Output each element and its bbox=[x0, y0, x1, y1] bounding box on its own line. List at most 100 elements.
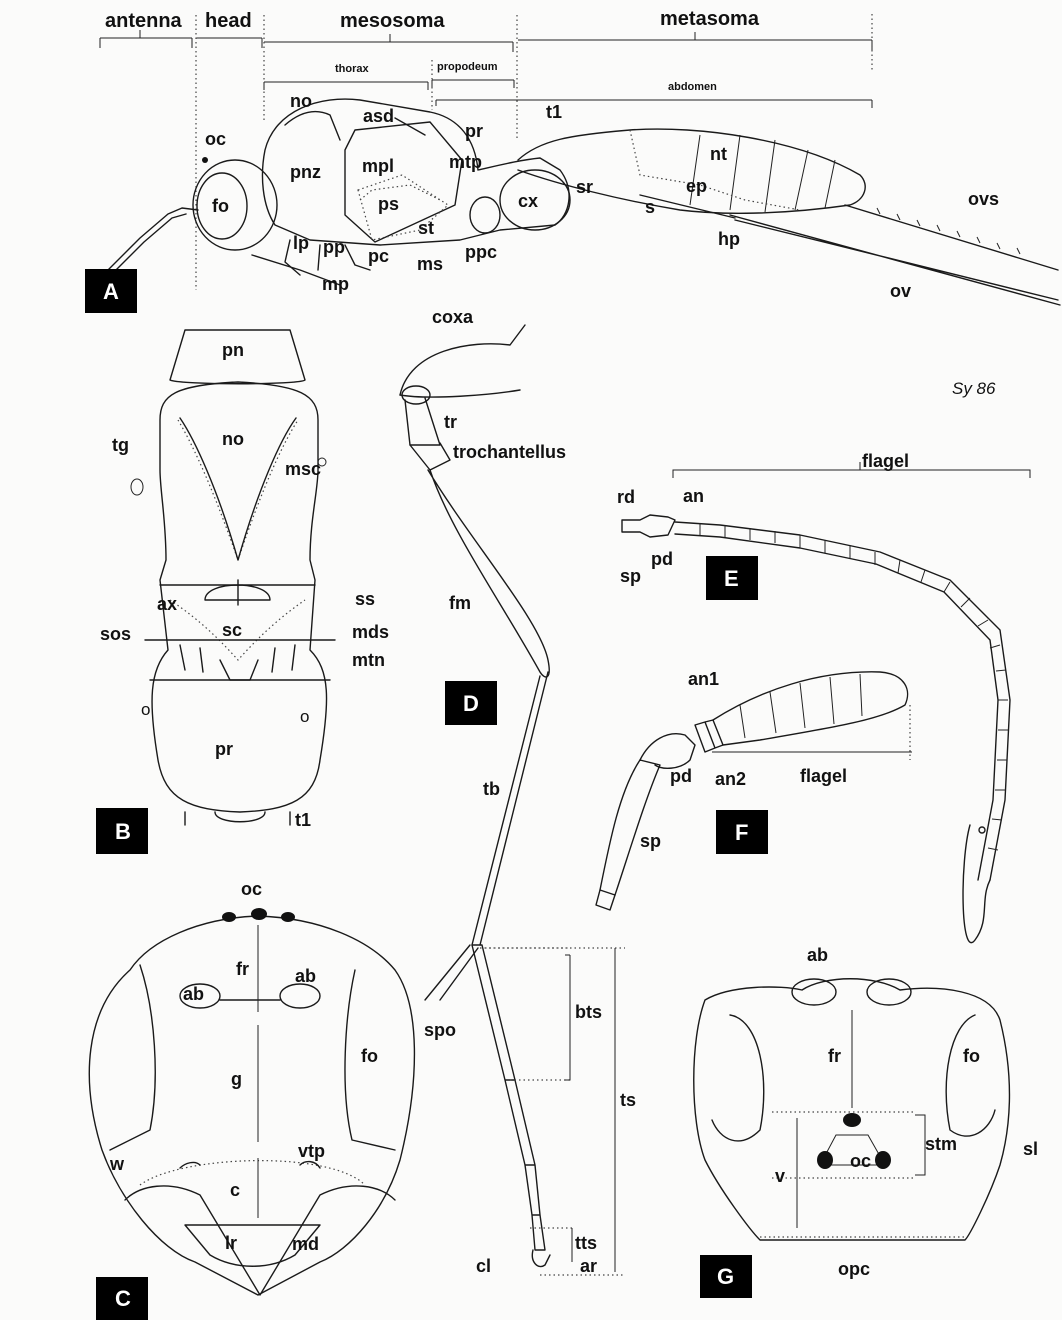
head-lateral bbox=[193, 160, 277, 250]
d-label-spo: spo bbox=[424, 1020, 456, 1040]
region-bracket-ticks bbox=[100, 30, 872, 52]
a-label-fo: fo bbox=[212, 196, 229, 216]
b-label-pn: pn bbox=[222, 340, 244, 360]
d-label-cl: cl bbox=[476, 1256, 491, 1276]
c-label-oc: oc bbox=[241, 879, 262, 899]
metanotum-carinae bbox=[180, 645, 295, 680]
panel-badge-g-text: G bbox=[717, 1264, 734, 1289]
b-label-tg: tg bbox=[112, 435, 129, 455]
metanotum-lines bbox=[145, 640, 335, 680]
a-label-lp: lp bbox=[293, 233, 309, 253]
d-label-trochantellus: trochantellus bbox=[453, 442, 566, 462]
femur bbox=[428, 470, 549, 677]
g-label-ab: ab bbox=[807, 945, 828, 965]
b-label-o1: o bbox=[141, 700, 150, 719]
radicle-f bbox=[596, 890, 615, 910]
c-label-ab2: ab bbox=[295, 966, 316, 986]
annelli-f bbox=[695, 720, 723, 752]
panel-badge-d-text: D bbox=[463, 691, 479, 716]
antennal-socket-g-left bbox=[792, 979, 836, 1005]
notaulus-lateral bbox=[285, 112, 340, 140]
panel-c-head-frontal: oc fr ab ab g fo w vtp c lr md bbox=[89, 879, 414, 1295]
panel-b-mesosoma-dorsal: pn tg no msc ax ss sos sc mds mtn pr t1 … bbox=[100, 330, 389, 830]
g-label-oc: oc bbox=[850, 1151, 871, 1171]
panel-badge-g: G bbox=[700, 1255, 752, 1298]
tarsus bbox=[472, 945, 545, 1250]
label-propodeum: propodeum bbox=[437, 61, 498, 73]
region-bracket-line bbox=[100, 38, 872, 42]
club-f bbox=[713, 672, 908, 745]
scape-pedicel-e bbox=[622, 515, 675, 537]
panel-f-antenna-clubbed: an1 pd an2 flagel sp bbox=[596, 669, 912, 910]
clypeal-margin-dots bbox=[140, 1161, 365, 1185]
ovipositor-sheath bbox=[845, 205, 1058, 270]
a-label-t1: t1 bbox=[546, 102, 562, 122]
c-label-lr: lr bbox=[225, 1233, 237, 1253]
subregion-brackets bbox=[264, 80, 872, 108]
panel-badge-e-text: E bbox=[724, 566, 739, 591]
label-metasoma: metasoma bbox=[660, 8, 760, 30]
c-label-fr: fr bbox=[236, 959, 249, 979]
panel-d-hind-leg: coxa tr trochantellus fm tb spo bts ts t… bbox=[400, 307, 636, 1276]
left-eye-margin bbox=[110, 965, 155, 1150]
label-mesosoma: mesosoma bbox=[340, 10, 445, 32]
panel-badge-c-text: C bbox=[115, 1286, 131, 1311]
c-label-vtp: vtp bbox=[298, 1141, 325, 1161]
f-label-an1: an1 bbox=[688, 669, 719, 689]
label-head: head bbox=[205, 10, 252, 32]
a-label-sr: sr bbox=[576, 177, 593, 197]
wing-base bbox=[395, 118, 425, 135]
d-label-fm: fm bbox=[449, 593, 471, 613]
claw bbox=[532, 1250, 550, 1267]
a-label-pp: pp bbox=[323, 237, 345, 257]
e-label-an: an bbox=[683, 486, 704, 506]
c-label-w: w bbox=[109, 1154, 125, 1174]
mandibles bbox=[125, 1186, 395, 1295]
trochanter-segment bbox=[405, 398, 440, 445]
coil-tip bbox=[979, 827, 985, 833]
c-label-g: g bbox=[231, 1069, 242, 1089]
c-label-fo: fo bbox=[361, 1046, 378, 1066]
a-label-nt: nt bbox=[710, 144, 727, 164]
tarsus-dots bbox=[480, 948, 625, 1275]
a-label-pr: pr bbox=[465, 121, 483, 141]
b-label-mds: mds bbox=[352, 622, 389, 642]
g-dotted-guides bbox=[760, 1112, 965, 1237]
g-measure-lines bbox=[797, 1010, 925, 1228]
coxa-lower-edge bbox=[400, 390, 520, 397]
panel-badge-b: B bbox=[96, 808, 148, 854]
f-label-pd: pd bbox=[670, 766, 692, 786]
c-label-c: c bbox=[230, 1180, 240, 1200]
artist-signature: Sy 86 bbox=[952, 379, 996, 398]
flagellum-coil bbox=[963, 825, 990, 943]
sheath-hairs bbox=[877, 208, 1020, 254]
antenna-lateral bbox=[102, 208, 198, 276]
ocellus-left bbox=[222, 912, 236, 922]
ocellus-g-top bbox=[843, 1113, 861, 1127]
a-label-ms: ms bbox=[417, 254, 443, 274]
panel-badge-f: F bbox=[716, 810, 768, 854]
a-label-oc: oc bbox=[205, 129, 226, 149]
e-label-flagel: flagel bbox=[862, 451, 909, 471]
a-label-s: s bbox=[645, 197, 655, 217]
a-label-ep: ep bbox=[686, 176, 707, 196]
a-label-asd: asd bbox=[363, 106, 394, 126]
flagel-bracket-e bbox=[673, 462, 1030, 478]
scutellar-sulcus bbox=[205, 580, 270, 605]
d-label-tr: tr bbox=[444, 412, 457, 432]
ocellus-mid bbox=[251, 908, 267, 920]
scape-f bbox=[600, 760, 660, 895]
panel-badge-e: E bbox=[706, 556, 758, 600]
sternaulus-area-dots bbox=[358, 175, 448, 240]
d-label-ts: ts bbox=[620, 1090, 636, 1110]
trochantellus-seg bbox=[410, 443, 450, 470]
g-label-stm: stm bbox=[925, 1134, 957, 1154]
posterior-coxa-ring bbox=[470, 197, 500, 233]
panel-badge-a-text: A bbox=[103, 279, 119, 304]
f-label-sp: sp bbox=[640, 831, 661, 851]
d-label-ar: ar bbox=[580, 1256, 597, 1276]
b-label-mtn: mtn bbox=[352, 650, 385, 670]
petiole-base bbox=[185, 812, 290, 825]
a-label-no: no bbox=[290, 91, 312, 111]
